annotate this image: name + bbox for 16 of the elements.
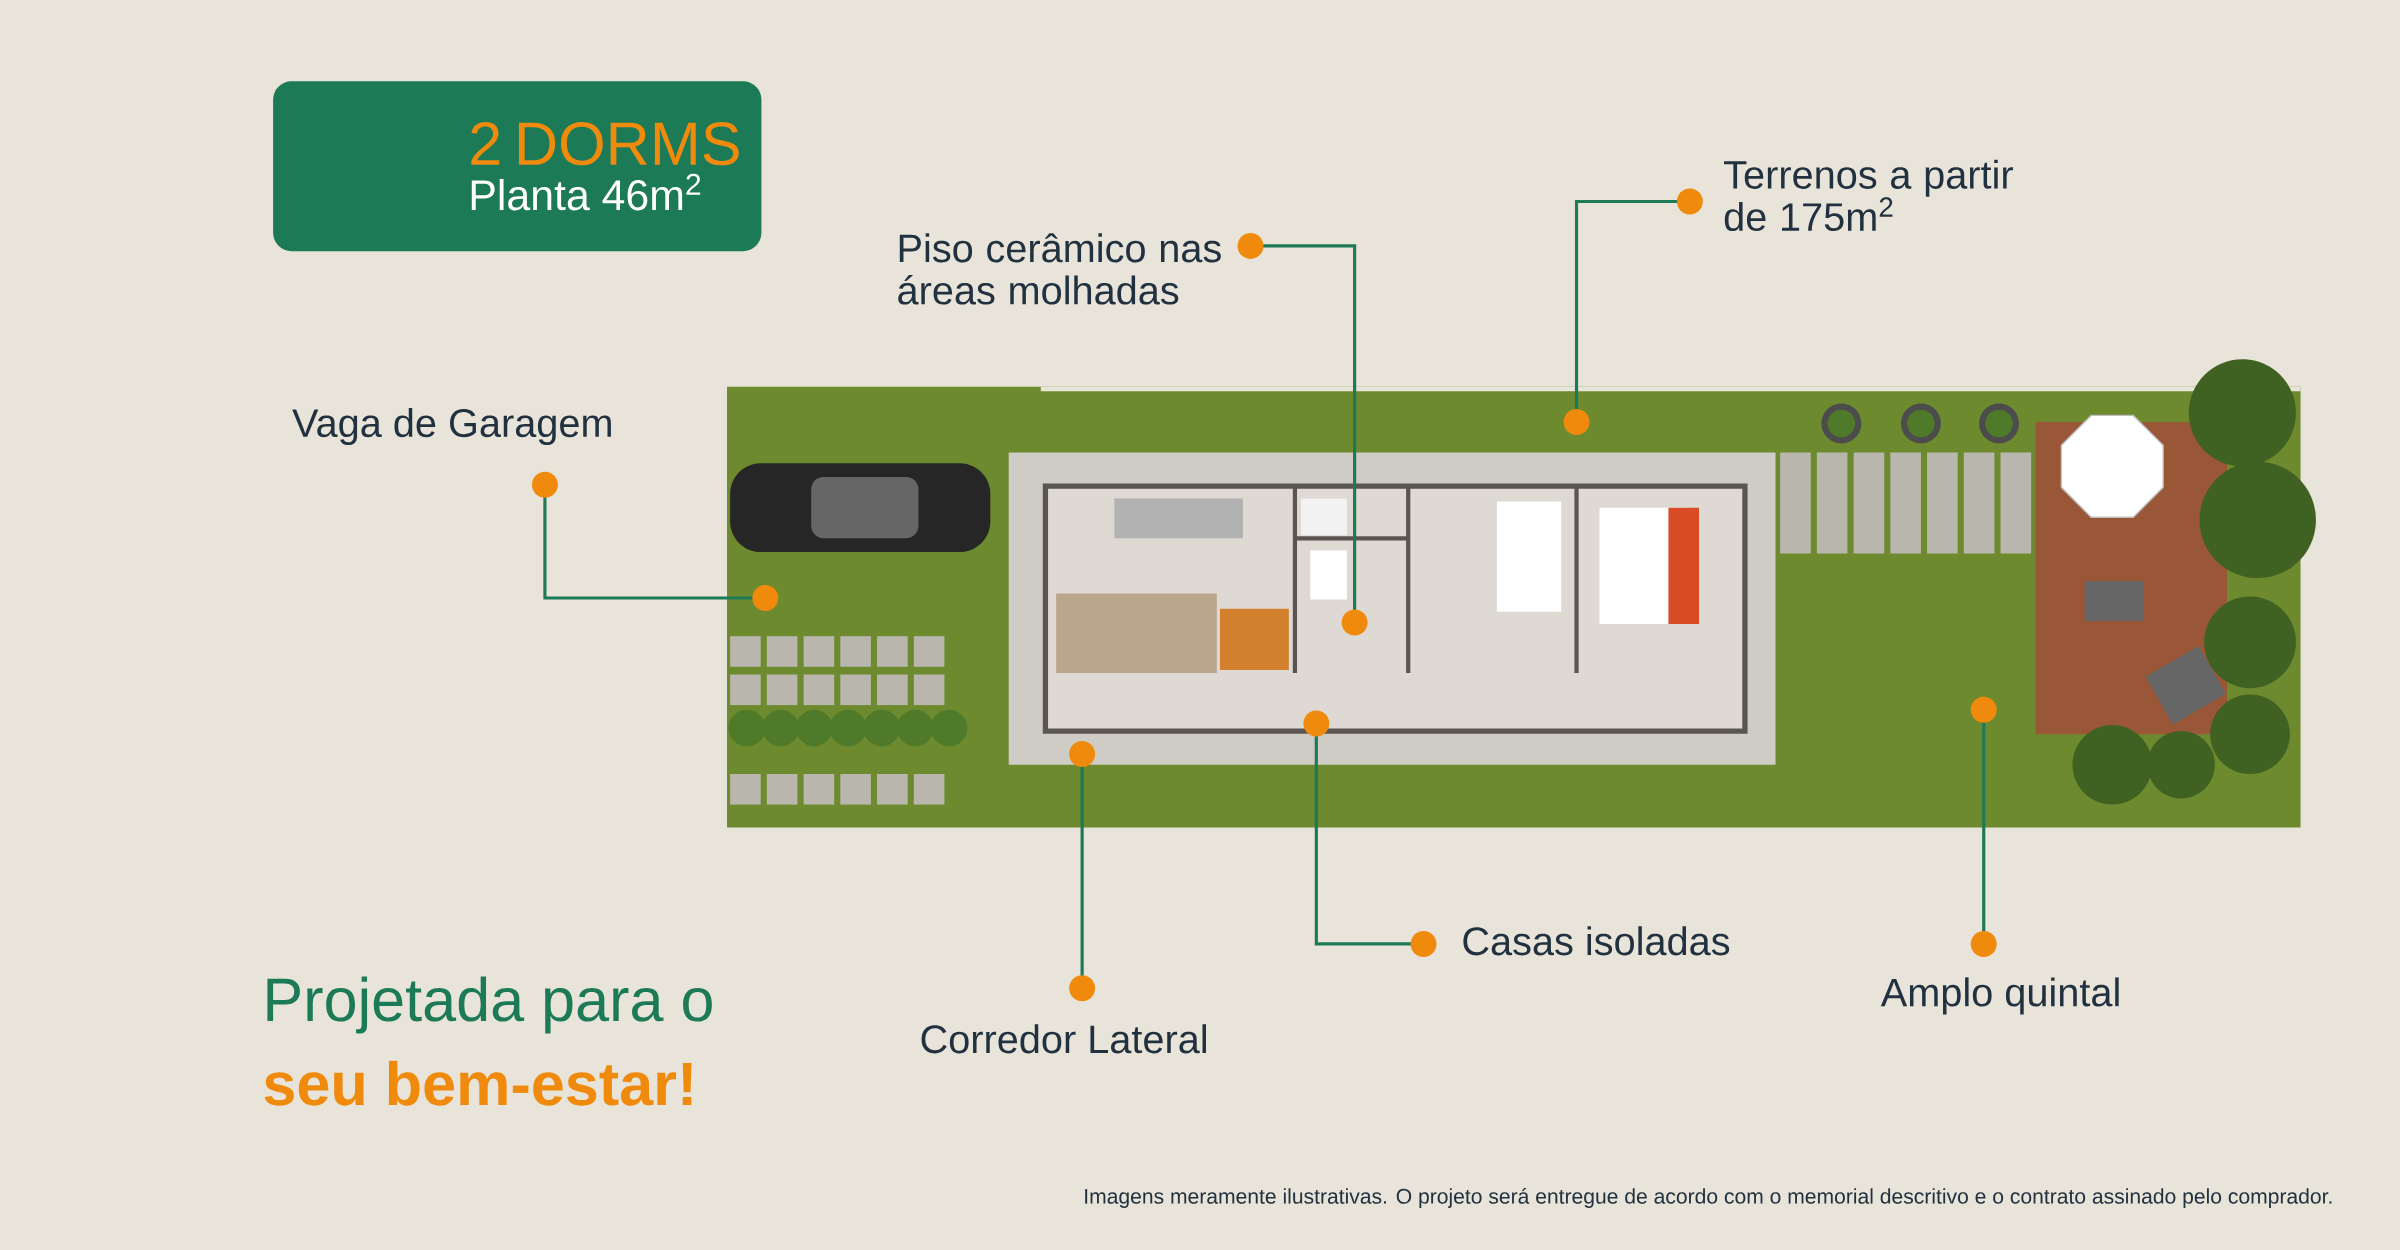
callout-label: Amplo quintal [1880, 977, 2119, 1015]
callout-label: Corredor Lateral [921, 1024, 1206, 1054]
disclaimer-text: Imagens meramente ilustrativas. O projeto será entregue de acordo com o memorial descritivo e o contrato assinado pelo comprador. [1085, 1188, 2332, 1208]
leader-line [1970, 696, 1997, 957]
leader-line [1563, 188, 1703, 435]
callout-label: Vaga de Garagem [292, 408, 611, 445]
leader-line [1303, 710, 1437, 957]
callout-label: Terrenos a partir de 175m$^{2}$ [1724, 159, 2013, 232]
callout-label: Casas isoladas [1463, 926, 1730, 956]
leader-line [1237, 232, 1368, 636]
leader-line [531, 471, 779, 611]
slogan-text: Projetada para o [267, 976, 712, 1034]
title-badge: 2 DORMS Planta 46m$^{2}$ [273, 81, 762, 252]
leader-line [1069, 741, 1096, 1002]
slogan-text: seu bem-estar! [264, 1060, 692, 1106]
callout-label: Piso cerâmico nas áreas molhadas [898, 233, 1221, 305]
